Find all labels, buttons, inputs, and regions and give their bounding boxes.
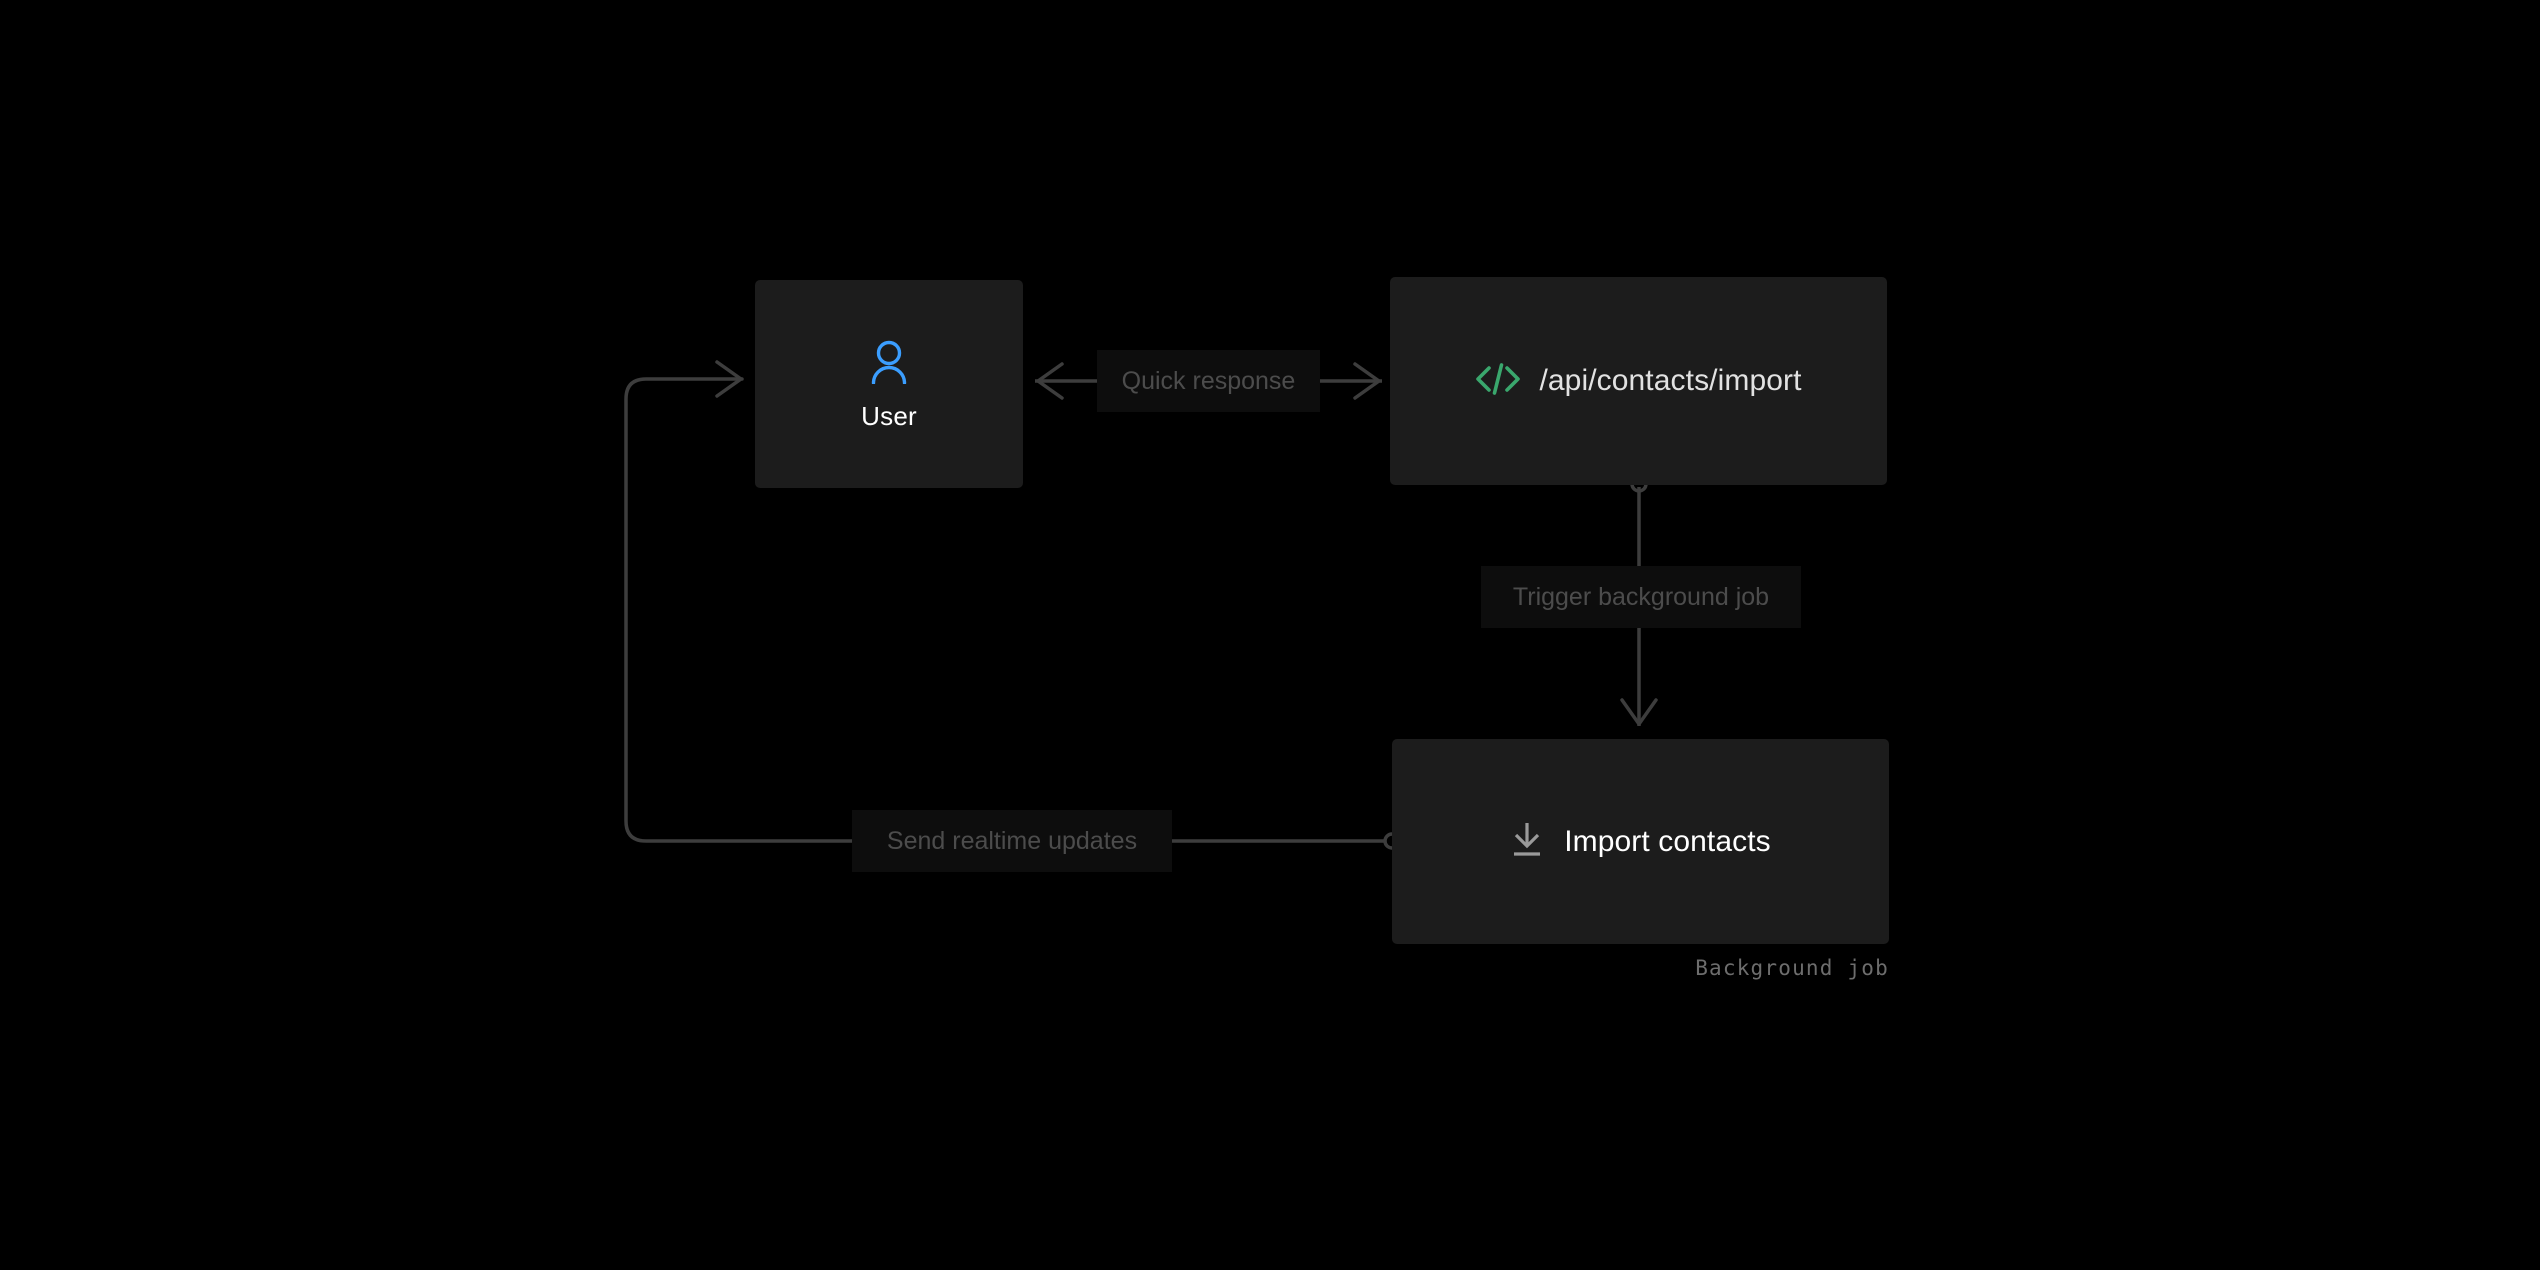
download-icon bbox=[1510, 821, 1544, 862]
node-api-content: /api/contacts/import bbox=[1475, 362, 1801, 401]
node-job-content: Import contacts bbox=[1510, 821, 1771, 862]
node-import-contacts[interactable]: Import contacts bbox=[1392, 739, 1889, 944]
node-job-caption: Background job bbox=[1695, 956, 1889, 980]
edge-user-api-arrowhead-left bbox=[1036, 362, 1064, 400]
edge-label-send-realtime-updates: Send realtime updates bbox=[852, 810, 1172, 872]
user-icon bbox=[868, 340, 910, 389]
node-user[interactable]: User bbox=[755, 280, 1023, 488]
edge-label-trigger-background-job: Trigger background job bbox=[1481, 566, 1801, 628]
edge-label-quick-response: Quick response bbox=[1097, 350, 1320, 412]
node-job-label: Import contacts bbox=[1564, 824, 1771, 858]
code-brackets-icon bbox=[1475, 362, 1521, 401]
node-user-label: User bbox=[861, 400, 917, 431]
node-api-label: /api/contacts/import bbox=[1539, 364, 1802, 397]
edge-user-api-arrowhead-right bbox=[1353, 362, 1381, 400]
node-api[interactable]: /api/contacts/import bbox=[1390, 277, 1887, 485]
edge-api-job-arrowhead bbox=[1620, 698, 1658, 726]
edge-job-user-arrowhead bbox=[715, 360, 743, 398]
